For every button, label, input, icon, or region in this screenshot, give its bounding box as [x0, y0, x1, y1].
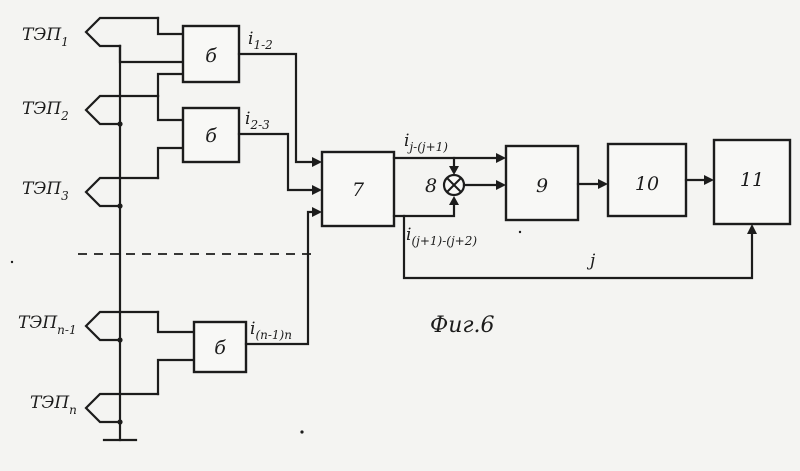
sensor-label-2: ТЭП2 — [22, 99, 69, 123]
signal-ij: ij-(j+1) — [404, 131, 448, 154]
block-9-label: 9 — [536, 175, 548, 197]
sensor-label-1: ТЭП1 — [22, 25, 69, 49]
comparator-8 — [444, 175, 464, 195]
thermocouple-n-1-icon — [86, 312, 158, 340]
block-6-middle-label: б — [205, 125, 217, 147]
sensor-label-n: ТЭПn — [30, 393, 77, 417]
signal-i12: i1-2 — [248, 29, 273, 52]
sensor-label-3: ТЭП3 — [22, 179, 69, 203]
signal-j: j — [586, 251, 596, 271]
block-6-bottom-label: б — [214, 337, 226, 359]
signal-i23: i2-3 — [245, 109, 270, 132]
thermocouple-n-icon — [86, 394, 158, 422]
thermocouple-1-icon — [86, 18, 158, 46]
thermocouple-3-icon — [86, 178, 158, 206]
block-11-label: 11 — [740, 169, 764, 191]
figure-caption: Фиг.6 — [430, 313, 495, 338]
signal-ij1: i(j+1)-(j+2) — [406, 225, 477, 248]
block-7-label: 7 — [352, 179, 365, 201]
sensor-label-n-1: ТЭПn-1 — [18, 313, 77, 337]
comparator-8-label: 8 — [425, 175, 437, 197]
block-10-label: 10 — [635, 173, 659, 195]
block-6-top-label: б — [205, 45, 217, 67]
thermocouple-2-icon — [86, 96, 158, 124]
signal-in1n: i(n-1)n — [250, 319, 292, 342]
